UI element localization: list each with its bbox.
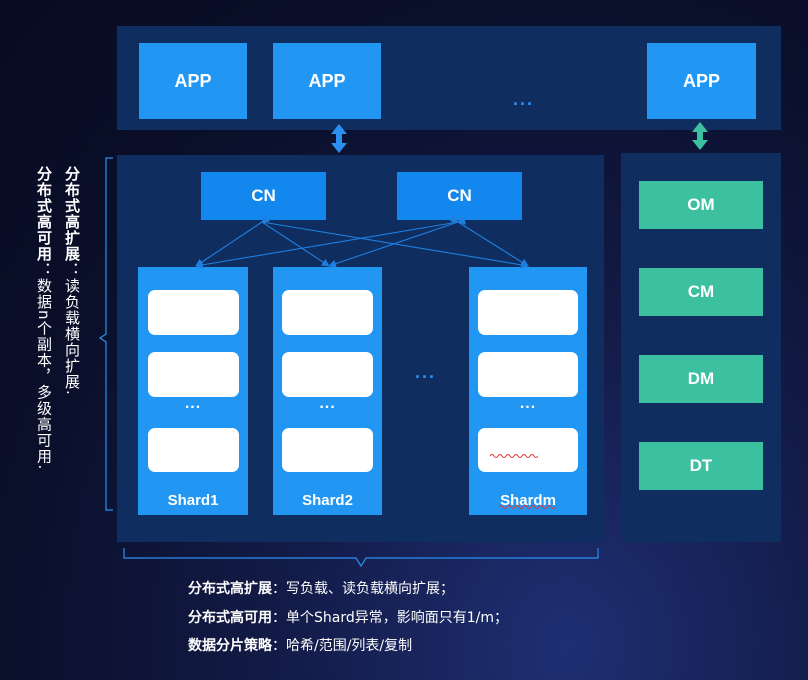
shard-m-ellipsis: ... — [519, 395, 537, 412]
app-box-2: APP — [273, 43, 381, 119]
side-label-scaling-desc: ：读负载横向扩展. — [63, 262, 81, 396]
cn-box-1: CN — [201, 172, 326, 220]
shard-m-slot-3 — [478, 428, 578, 472]
shard-1-slot-1 — [148, 290, 239, 335]
bottom-note-text: ：哈希/范围/列表/复制 — [272, 638, 413, 654]
shard-2-slot-3 — [282, 428, 373, 472]
shard-1-slot-3 — [148, 428, 239, 472]
double-arrow-icon — [692, 122, 708, 150]
bottom-note-text: ：写负载、读负载横向扩展； — [272, 581, 454, 597]
shard-2-slot-1 — [282, 290, 373, 335]
shard-2: ... Shard2 — [273, 267, 382, 515]
shard-2-label: Shard2 — [302, 492, 353, 509]
dm-box: DM — [639, 355, 763, 403]
om-box: OM — [639, 181, 763, 229]
cn-shard-connectors — [195, 214, 529, 269]
squiggle-underline-icon — [499, 505, 556, 509]
connector-line — [328, 215, 466, 268]
app-box-1: APP — [139, 43, 247, 119]
bottom-brace — [123, 548, 599, 568]
cn-box-2: CN — [397, 172, 522, 220]
shard-m-slot-2 — [478, 352, 578, 397]
shard-ellipsis: ... — [415, 362, 437, 382]
left-brace — [98, 157, 113, 511]
side-label-scaling-title: 分布式高扩展 — [63, 166, 81, 262]
bottom-note-text: ：单个Shard异常，影响面只有1/m； — [272, 610, 508, 626]
side-label-scaling: 分布式高扩展：读负载横向扩展. — [63, 166, 81, 396]
shard-1-ellipsis: ... — [184, 395, 202, 412]
connector-line — [261, 221, 330, 267]
app-ellipsis: ... — [513, 89, 535, 109]
bottom-note-title: 分布式高扩展 — [188, 581, 272, 597]
shard-2-slot-2 — [282, 352, 373, 397]
cm-box: CM — [639, 268, 763, 316]
shard-1: ... Shard1 — [138, 267, 248, 515]
shard-2-ellipsis: ... — [319, 395, 336, 412]
connector-line — [195, 214, 271, 267]
connector-line — [449, 214, 529, 267]
dt-box: DT — [639, 442, 763, 490]
side-label-availability: 分布式高可用：数据n个副本，多级高可用. — [35, 166, 53, 471]
shard-1-label: Shard1 — [167, 492, 219, 509]
squiggle-underline-icon — [490, 454, 538, 458]
connector-line — [195, 216, 466, 269]
bottom-note-title: 数据分片策略 — [188, 638, 272, 654]
bottom-note-title: 分布式高可用 — [188, 610, 272, 626]
side-label-availability-title: 分布式高可用 — [35, 166, 53, 262]
bottom-note-sharding: 数据分片策略：哈希/范围/列表/复制 — [188, 635, 412, 655]
double-arrow-icon — [331, 124, 347, 153]
bottom-note-scaling: 分布式高扩展：写负载、读负载横向扩展； — [188, 578, 454, 598]
shard-1-slot-2 — [148, 352, 239, 397]
shard-m-label: Shardm — [500, 492, 556, 509]
bottom-note-availability: 分布式高可用：单个Shard异常，影响面只有1/m； — [188, 607, 508, 627]
side-label-availability-desc: ：数据n个副本，多级高可用. — [35, 262, 53, 471]
shard-m: ... Shardm — [469, 267, 587, 515]
shard-m-slot-1 — [478, 290, 578, 335]
app-box-3: APP — [647, 43, 756, 119]
